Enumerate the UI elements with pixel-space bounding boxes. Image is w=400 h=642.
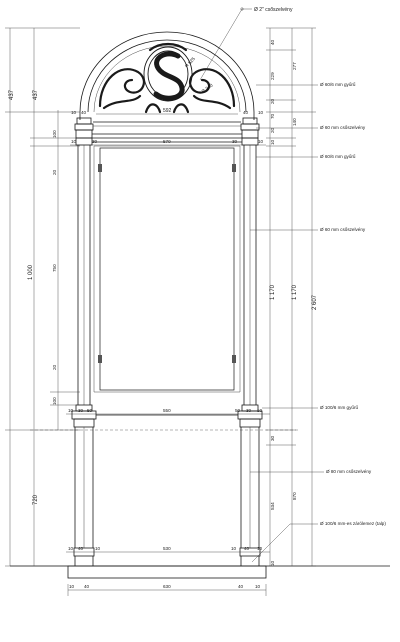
dim-mid-r50: 50: [235, 408, 241, 413]
callout-arch-pipe: Ø 2" csőszelvény: [254, 7, 293, 13]
dim-base-l10: 10: [68, 546, 74, 551]
dim-mid-l50: 50: [87, 408, 93, 413]
callout-ring-60-6-mid: Ø 60/6 mm gyűrű: [320, 154, 356, 159]
dim-base-r10: 10: [231, 546, 237, 551]
callout-base-plate: Ø 100/6 mm-es zárólemez (talp): [320, 521, 386, 526]
dim-base-r10b: 10: [257, 546, 263, 551]
right-dimensions: 40 229 277 20 70 20 140 10 1 170 1 170 2…: [266, 27, 318, 567]
dim-foot-630: 630: [163, 584, 171, 589]
dim-base-r40: 40: [244, 546, 250, 551]
dim-r11: 870: [292, 492, 297, 500]
left-dimensions: 437 437 100 20 750 20 100 720 1 000: [5, 27, 80, 567]
dim-band1-r10: 10: [258, 139, 264, 144]
callout-pipe-60: Ø 60 mm csőszelvény: [320, 125, 366, 130]
arch-width-dimension: 592: [96, 108, 238, 115]
callout-ring-60-6-top: Ø 60/6 mm gyűrű: [320, 82, 356, 87]
dim-foot-r10: 10: [255, 584, 261, 589]
dim-total-upper: 437: [9, 89, 15, 100]
dim-r12: 10: [270, 560, 275, 566]
dim-band1-570: 570: [163, 139, 171, 144]
dim-r4: 20: [270, 98, 275, 104]
dim-upper-r40: 40: [243, 110, 249, 115]
radius-label-top: R 525: [184, 56, 196, 69]
hinge-lower-left: [98, 355, 102, 363]
callout-pipe-60-side: Ø 60 mm csőszelvény: [320, 227, 366, 232]
base-rings: 10 40 10 530 10 40 10: [66, 546, 270, 566]
dim-r1: 40: [270, 39, 275, 45]
dim-mid-550: 550: [163, 408, 171, 413]
dim-band1-l30: 30: [92, 139, 98, 144]
callouts: Ø 60/6 mm gyűrű Ø 60 mm csőszelvény Ø 60…: [250, 82, 386, 563]
mid-rings: 10 30 50 550 50 30 10: [30, 404, 300, 431]
lower-columns: [74, 427, 260, 548]
foundation: 10 40 630 40 10: [10, 565, 390, 596]
dim-base-l40: 40: [78, 546, 84, 551]
dim-r3: 277: [292, 62, 297, 70]
hinge-upper-left: [98, 164, 102, 172]
dim-foot-r40: 40: [238, 584, 244, 589]
dim-section-b: 20: [52, 169, 57, 175]
dim-height-1000: 1 000: [28, 264, 34, 280]
dim-upper-r10: 10: [258, 110, 264, 115]
upper-capitals: [74, 117, 260, 146]
dim-mid-r10: 10: [257, 408, 263, 413]
callout-pipe-80: Ø 80 mm csőszelvény: [326, 469, 372, 474]
dim-r5: 70: [270, 113, 275, 119]
dim-total-height: 2 607: [312, 294, 318, 310]
dim-arch: 437: [33, 89, 39, 100]
dim-section-a: 100: [52, 130, 57, 138]
dim-band1-r30: 30: [232, 139, 238, 144]
band1-dimensions: 10 30 570 30 10 10 40 40 10: [70, 110, 266, 146]
dim-r7: 140: [292, 118, 297, 126]
dim-r2: 229: [270, 72, 275, 80]
dim-foot-l10: 10: [69, 584, 75, 589]
dim-foot-l40: 40: [84, 584, 90, 589]
dim-mid-l10: 10: [68, 408, 74, 413]
hinge-upper-right: [232, 164, 236, 172]
dim-section-d: 100: [52, 397, 57, 405]
radius-label-inner: R 340: [201, 82, 214, 93]
dim-mid-r30: 30: [246, 408, 252, 413]
dim-upper-l40: 40: [81, 110, 87, 115]
dim-r9: 30: [270, 435, 275, 441]
dim-window: 750: [52, 264, 57, 272]
upper-columns: [77, 145, 257, 405]
dim-band1-l10: 10: [71, 139, 77, 144]
dim-upper-l10: 10: [71, 110, 77, 115]
dim-section-c: 20: [52, 364, 57, 370]
dim-r8: 10: [270, 139, 275, 145]
callout-ring-100-6: Ø 100/6 mm gyűrű: [320, 405, 358, 410]
dim-tall-1170a: 1 170: [270, 284, 276, 300]
dim-lower: 720: [33, 494, 39, 505]
dim-r6: 20: [270, 127, 275, 133]
dim-r10: 534: [270, 502, 275, 510]
arch-ornament: [98, 42, 236, 114]
dim-tall-1170b: 1 170: [292, 284, 298, 300]
dim-base-530: 530: [163, 546, 171, 551]
dim-arch-width: 592: [163, 108, 172, 114]
hinge-lower-right: [232, 355, 236, 363]
window-panel: [93, 145, 241, 393]
dim-base-l10b: 10: [95, 546, 101, 551]
dim-mid-l30: 30: [78, 408, 84, 413]
